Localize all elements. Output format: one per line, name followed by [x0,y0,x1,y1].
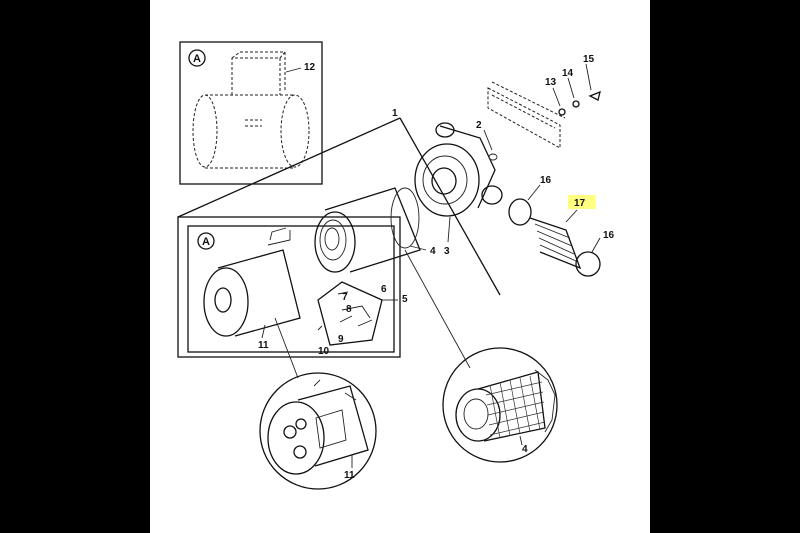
exploded-parts-diagram: A 12 1 A 11 7 8 9 10 6 [177,41,615,490]
highlight-17 [568,195,595,209]
callout-17: 17 [574,198,586,209]
diagram-sheet: A 12 1 A 11 7 8 9 10 6 [150,0,650,533]
hose-17 [529,217,582,270]
callout-12: 12 [304,62,316,73]
magnified-view-11: 11 [259,317,377,490]
callout-13: 13 [545,77,557,88]
detail-a-left-inner-frame [187,225,395,353]
filter-mesh [485,375,546,439]
detail-a-top-marker-circle [188,49,206,67]
housing-cover-rim [414,143,480,217]
callout-1: 1 [392,108,398,119]
hardware-kit-outline [317,281,383,346]
callout-11b: 11 [344,470,355,481]
callout-11: 11 [258,340,269,351]
callout-10: 10 [318,346,330,357]
filter-cylinder-body [217,249,301,337]
callout-4: 4 [430,246,436,257]
callout-15: 15 [583,54,595,65]
filter-element: 4 [314,187,436,273]
filter-clip [267,227,291,246]
filter-element-body [324,187,421,273]
nut-14 [572,100,580,108]
callout-7: 7 [342,292,348,303]
callout-2: 2 [476,120,482,131]
callout-8: 8 [346,304,352,315]
callout-5: 5 [402,294,408,305]
housing-cover: 3 2 [414,120,503,257]
washer-13 [558,108,566,116]
detail-a-left-outer-frame [177,216,401,358]
magnified-view-4-frame [442,347,558,463]
item-1-bracket: 1 [177,108,501,296]
mounting-bracket: 13 14 15 [487,54,601,149]
magnified-view-11-frame [259,372,377,490]
magnified-view-4: 4 [404,249,558,463]
callout-6: 6 [381,284,387,295]
detail-a-left-marker-circle [197,232,215,250]
filter-cylinder-end [203,267,249,337]
detail-a-left-marker: A [202,236,210,248]
intake-hose-assembly: 16 16 17 [508,175,615,277]
callout-14: 14 [562,68,574,79]
callout-3: 3 [444,246,450,257]
hose-clamp-16-lower [575,251,601,277]
callout-16a: 16 [540,175,552,186]
hose-clamp-16-upper [508,198,532,226]
callout-9: 9 [338,334,344,345]
detail-a-left: A 11 7 8 9 10 6 5 [177,216,408,358]
callout-4b: 4 [522,444,528,455]
detail-a-top-marker: A [193,53,201,65]
callout-16b: 16 [603,230,615,241]
bolt-15 [588,90,601,101]
detail-a-bracket [231,57,281,95]
